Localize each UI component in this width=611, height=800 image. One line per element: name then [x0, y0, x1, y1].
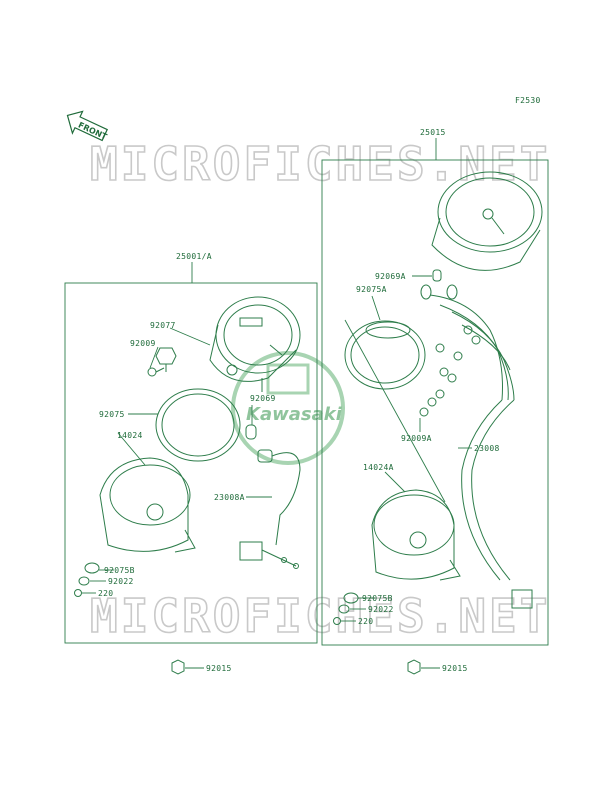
label-92075A: 92075A	[356, 285, 387, 294]
watermark-bottom: MICROFICHES.NET	[90, 589, 550, 643]
label-23008: 23008	[474, 444, 500, 453]
label-92075B-right: 92075B	[362, 594, 393, 603]
label-92075: 92075	[99, 410, 125, 419]
label-92009A: 92009A	[401, 434, 432, 443]
label-92015-left: 92015	[206, 664, 232, 673]
part-92069-bulb	[245, 424, 257, 440]
part-14024A-case	[371, 489, 461, 581]
part-92009A-screws	[419, 373, 457, 417]
label-220-right: 220	[358, 617, 373, 626]
label-92022-left: 92022	[108, 577, 134, 586]
label-92009: 92009	[130, 339, 156, 348]
label-92069: 92069	[250, 394, 276, 403]
label-92022-right: 92022	[368, 605, 394, 614]
part-220-right	[333, 617, 341, 625]
right-speedometer	[431, 171, 543, 271]
part-92022-left	[78, 576, 90, 586]
label-23008A: 23008A	[214, 493, 245, 502]
kawasaki-logo-text: Kawasaki	[246, 404, 343, 425]
label-14024A: 14024A	[363, 463, 394, 472]
part-92009-bolt	[147, 367, 165, 377]
label-92075B-left: 92075B	[104, 566, 135, 575]
right-assembly-label: 25015	[420, 128, 446, 137]
left-assembly-label: 25001/A	[176, 252, 212, 261]
diagram-code: F2530	[515, 96, 541, 105]
left-speedometer	[209, 296, 301, 392]
part-92015-right	[407, 659, 421, 675]
part-92022-right	[338, 604, 350, 614]
part-92077-screw	[155, 347, 177, 372]
part-92075A-ring	[344, 320, 426, 390]
right-assembly-frame	[321, 159, 549, 646]
part-92015-left	[171, 659, 185, 675]
part-92075-ring	[155, 388, 241, 462]
label-92015-right: 92015	[442, 664, 468, 673]
left-assembly-frame	[64, 282, 318, 644]
part-23008A-harness	[239, 449, 301, 569]
label-14024: 14024	[117, 431, 143, 440]
part-220-left	[74, 589, 82, 597]
part-23008-harness	[420, 284, 533, 609]
label-92069A: 92069A	[375, 272, 406, 281]
part-92075B-left	[84, 562, 100, 574]
label-220-left: 220	[98, 589, 113, 598]
part-14024-case	[99, 457, 196, 553]
part-92069A-bulb	[432, 269, 442, 282]
label-92077: 92077	[150, 321, 176, 330]
watermark-top: MICROFICHES.NET	[90, 137, 550, 191]
kawasaki-logo: Kawasaki	[231, 351, 345, 465]
